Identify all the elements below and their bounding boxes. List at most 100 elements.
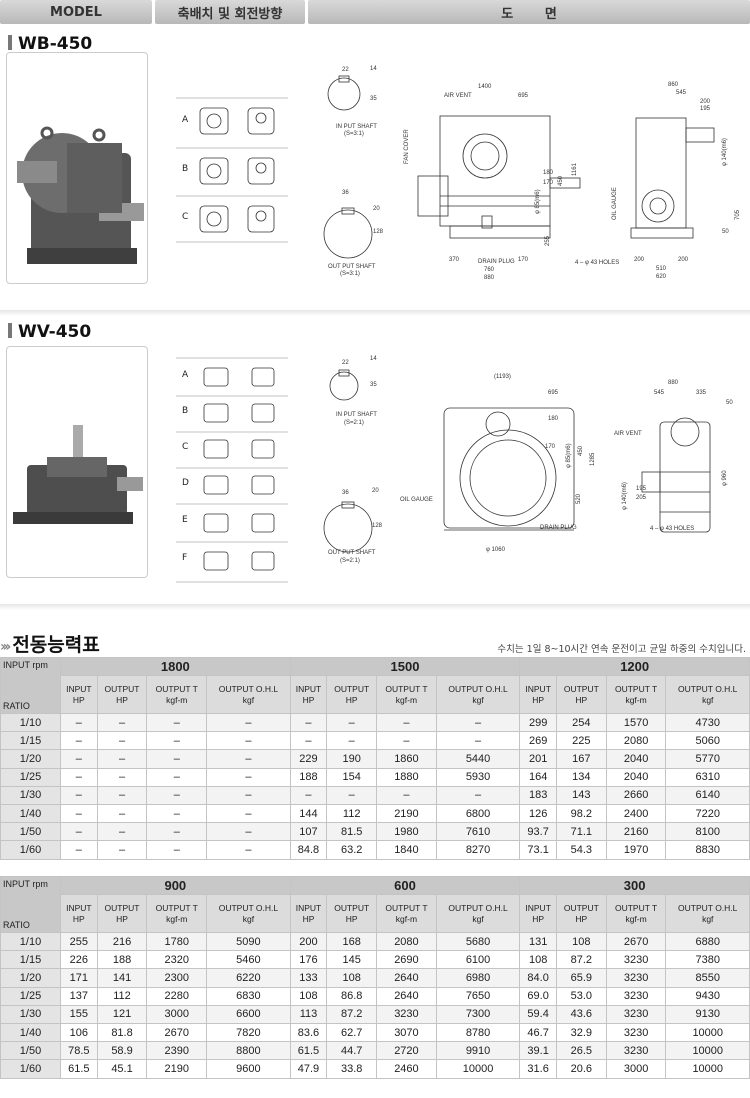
table-cell: 1880 <box>376 767 437 787</box>
table-cell: 225 <box>555 731 607 751</box>
wv450-photo <box>6 346 148 578</box>
table-cell: 5930 <box>435 767 521 787</box>
table-cell: 188 <box>289 767 328 787</box>
table-cell: 8550 <box>665 968 750 988</box>
table-cell: 81.8 <box>96 1022 148 1043</box>
rpm-header: 300 <box>519 876 750 895</box>
table-cell: – <box>206 712 291 733</box>
table-cell: 5770 <box>665 749 750 769</box>
table-cell: – <box>206 767 291 787</box>
table-cell: 47.9 <box>289 1059 328 1079</box>
table-cell: 84.8 <box>289 840 328 860</box>
column-header: OUTPUT T kgf-m <box>605 894 667 933</box>
table-cell: 112 <box>326 803 378 824</box>
table-cell: 2280 <box>146 986 208 1006</box>
table-cell: – <box>96 712 148 733</box>
rpm-header: 1500 <box>289 657 521 676</box>
column-header: OUTPUT HP <box>96 675 148 714</box>
table-cell: 31.6 <box>519 1059 557 1079</box>
table-cell: – <box>60 785 98 805</box>
table-cell: – <box>60 803 98 824</box>
column-header: OUTPUT HP <box>326 675 378 714</box>
table-cell: 98.2 <box>555 803 607 824</box>
column-header: OUTPUT O.H.L kgf <box>665 894 750 933</box>
table-cell: 45.1 <box>96 1059 148 1079</box>
table-cell: – <box>146 731 208 751</box>
column-header: INPUT HP <box>519 675 557 714</box>
table-cell: 6830 <box>206 986 291 1006</box>
column-header: OUTPUT O.H.L kgf <box>435 894 521 933</box>
table-cell: 2690 <box>376 950 437 970</box>
table-cell: 3000 <box>146 1004 208 1024</box>
arrangement-label: B <box>182 164 189 174</box>
table-cell: 9130 <box>665 1004 750 1024</box>
table-cell: 190 <box>326 749 378 769</box>
column-header: OUTPUT O.H.L kgf <box>206 894 291 933</box>
table-cell: 188 <box>96 950 148 970</box>
input-shaft-label: IN PUT SHAFT <box>336 124 377 130</box>
table-cell: 69.0 <box>519 986 557 1006</box>
table-cell: 5090 <box>206 931 291 952</box>
table-cell: 126 <box>519 803 557 824</box>
ratio-cell: 1/20 <box>0 749 61 769</box>
table-cell: 87.2 <box>555 950 607 970</box>
table-cell: 2390 <box>146 1041 208 1061</box>
ratio-cell: 1/50 <box>0 822 61 842</box>
column-header: OUTPUT O.H.L kgf <box>206 675 291 714</box>
section-wv450: WV-450 A B C D E F <box>0 318 750 608</box>
column-header: OUTPUT T kgf-m <box>376 675 437 714</box>
table-cell: 1570 <box>605 712 667 733</box>
table-cell: 93.7 <box>519 822 557 842</box>
wb450-side-view <box>630 117 715 239</box>
ratio-cell: 1/20 <box>0 968 61 988</box>
table-cell: 84.0 <box>519 968 557 988</box>
table-cell: 200 <box>289 931 328 952</box>
wb450-photo <box>6 52 148 284</box>
table-cell: 83.6 <box>289 1022 328 1043</box>
table-cell: – <box>146 840 208 860</box>
rpm-header: 900 <box>60 876 291 895</box>
table-cell: – <box>146 822 208 842</box>
table-cell: 2720 <box>376 1041 437 1061</box>
table-cell: 2300 <box>146 968 208 988</box>
table-cell: 2670 <box>605 931 667 952</box>
table-cell: 2190 <box>376 803 437 824</box>
column-header: INPUT HP <box>519 894 557 933</box>
table-cell: 8780 <box>435 1022 521 1043</box>
table-cell: – <box>60 840 98 860</box>
table-cell: – <box>435 731 521 751</box>
table-title: ›››전동능력표 <box>0 634 100 656</box>
table-cell: 32.9 <box>555 1022 607 1043</box>
table-cell: – <box>96 822 148 842</box>
table-cell: 2640 <box>376 986 437 1006</box>
table-cell: 3230 <box>376 1004 437 1024</box>
table-cell: 226 <box>60 950 98 970</box>
table-cell: 43.6 <box>555 1004 607 1024</box>
table-cell: 269 <box>519 731 557 751</box>
input-shaft-label: IN PUT SHAFT <box>336 412 377 418</box>
table-cell: 201 <box>519 749 557 769</box>
chevrons-icon: ››› <box>0 639 11 655</box>
table-cell: – <box>60 731 98 751</box>
table-cell: 73.1 <box>519 840 557 860</box>
column-header: OUTPUT T kgf-m <box>146 675 208 714</box>
column-header: INPUT HP <box>60 894 98 933</box>
table-cell: 9600 <box>206 1059 291 1079</box>
table-cell: 44.7 <box>326 1041 378 1061</box>
table-cell: 39.1 <box>519 1041 557 1061</box>
table-cell: 137 <box>60 986 98 1006</box>
table-cell: 3230 <box>605 968 667 988</box>
table-cell: 9910 <box>435 1041 521 1061</box>
table-cell: 71.1 <box>555 822 607 842</box>
column-header: OUTPUT O.H.L kgf <box>435 675 521 714</box>
table-cell: 106 <box>60 1022 98 1043</box>
table-cell: 5460 <box>206 950 291 970</box>
table-cell: 216 <box>96 931 148 952</box>
table-cell: 2190 <box>146 1059 208 1079</box>
